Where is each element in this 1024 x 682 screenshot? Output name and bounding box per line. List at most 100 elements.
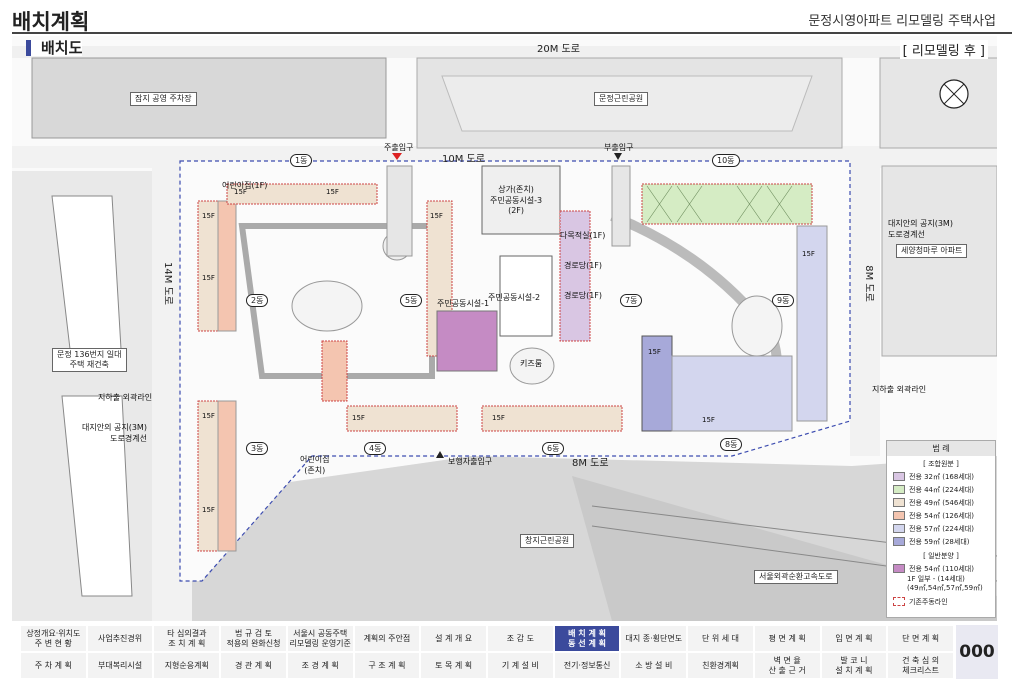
nav-item[interactable]: 계획의 주안점 — [353, 625, 421, 652]
legend: 범 례 [ 조합원분 ] 전용 32㎡ (168세대) 전용 44㎡ (224세대… — [886, 440, 996, 618]
section-title: 배치도 — [26, 40, 83, 56]
nav-item[interactable]: 조 경 계 획 — [286, 652, 354, 679]
nav-item[interactable]: 상정개요·위치도 주 변 현 황 — [20, 625, 87, 652]
road-14m-label: 14M 도로 — [161, 262, 173, 305]
legend-swatch-dashed — [893, 597, 905, 606]
legend-swatch — [893, 485, 905, 494]
nav-item[interactable]: 대지 종·횡단면도 — [620, 625, 688, 652]
walk-entrance-label: 보행자출입구 — [448, 457, 493, 466]
dong-label-5: 5동 — [400, 294, 423, 307]
south-park-label: 창지근린공원 — [520, 534, 575, 548]
sub-entrance-label: 부출입구 — [604, 143, 634, 152]
legend-item-label: 전용 54㎡ (110세대) — [909, 564, 974, 573]
road-8m-east-label: 8M 도로 — [862, 265, 874, 302]
parking-label: 잠지 공영 주차장 — [130, 92, 197, 106]
nav-item[interactable]: 구 조 계 획 — [353, 652, 421, 679]
nav-item[interactable]: 설 계 개 요 — [420, 625, 487, 652]
nav-item[interactable]: 사업추진경위 — [86, 625, 154, 652]
page-number: 000 — [956, 625, 998, 679]
nav-item[interactable]: 주 차 계 획 — [20, 652, 87, 679]
west-area-label: 문정 136번지 일대 주택 재건축 — [52, 348, 127, 372]
legend-swatch — [893, 537, 905, 546]
floor-label: 15F — [202, 274, 215, 282]
nav-item[interactable]: 타 심의결과 조 치 계 획 — [153, 625, 221, 652]
underground-west-label: 지하출 외곽라인 — [98, 393, 153, 402]
nav-item[interactable]: 전기·정보통신 — [553, 652, 621, 679]
floor-label: 15F — [492, 414, 505, 422]
highway-label: 서울외곽순환고속도로 — [754, 570, 838, 584]
legend-swatch — [893, 498, 905, 507]
nav-item[interactable]: 평 면 계 획 — [753, 625, 821, 652]
community1-label: 주민공동시설-1 — [437, 299, 490, 308]
legend-swatch — [893, 564, 905, 573]
legend-item: 전용 54㎡ (126세대) — [887, 509, 995, 522]
underground-east-label: 지하출 외곽라인 — [872, 385, 927, 394]
dong-label-6: 6동 — [542, 442, 565, 455]
nav-item[interactable]: 토 목 계 획 — [420, 652, 487, 679]
project-subtitle: 문정시영아파트 리모델링 주택사업 — [808, 14, 996, 29]
floor-label: 15F — [234, 188, 247, 196]
legend-swatch — [893, 524, 905, 533]
nav-item[interactable]: 친환경계획 — [687, 652, 754, 679]
nav-item[interactable]: 배 치 계 획 동 선 계 획 — [553, 625, 621, 652]
floor-label: 15F — [202, 506, 215, 514]
floor-label: 15F — [352, 414, 365, 422]
legend-item-label: 기존주동라인 — [909, 597, 948, 606]
floor-label: 15F — [326, 188, 339, 196]
legend-item-label: 전용 57㎡ (224세대) — [909, 524, 974, 533]
header-divider — [12, 32, 1012, 34]
nav-item[interactable]: 입 면 계 획 — [820, 625, 888, 652]
nav-item[interactable]: 소 방 설 비 — [620, 652, 688, 679]
dong-label-2: 2동 — [246, 294, 269, 307]
legend-swatch — [893, 472, 905, 481]
legend-item-label: 전용 59㎡ (28세대) — [909, 537, 970, 546]
legend-note-1: 1F 일부 - (14세대) — [907, 575, 965, 583]
legend-note-2: (49㎡,54㎡,57㎡,59㎡) — [907, 584, 983, 592]
dong-label-1: 1동 — [290, 154, 313, 167]
kinder2-label: 어린이집 (존치) — [300, 455, 330, 475]
nav-item[interactable]: 법 규 검 토 적용의 완화신청 — [220, 625, 287, 652]
floor-label: 15F — [702, 416, 715, 424]
nav-item[interactable]: 경 관 계 획 — [220, 652, 287, 679]
legend-swatch — [893, 511, 905, 520]
east-apt-label: 세양청마루 아파트 — [896, 244, 968, 258]
nav-item[interactable]: 서울시 공동주택 리모델링 운영기준 — [286, 625, 354, 652]
north-park-label: 문정근린공원 — [594, 92, 649, 106]
nav-item[interactable]: 기 계 설 비 — [487, 652, 554, 679]
nav-item[interactable]: 건 축 심 의 체크리스트 — [887, 652, 954, 679]
nav-item[interactable]: 단 면 계 획 — [887, 625, 954, 652]
playroom-label: 키즈룸 — [520, 359, 543, 368]
dong-label-3: 3동 — [246, 442, 269, 455]
nav-item[interactable]: 지형순응계획 — [153, 652, 221, 679]
dong-label-7: 7동 — [620, 294, 643, 307]
legend-item-label: 전용 44㎡ (224세대) — [909, 485, 974, 494]
facility-a-label: 다목적실(1F) — [560, 231, 606, 240]
site-plan: 20M 도로 10M 도로 8M 도로 14M 도로 8M 도로 잠지 공영 주… — [12, 36, 997, 621]
nav-item[interactable]: 발 코 니 설 치 계 획 — [820, 652, 888, 679]
page-title: 배치계획 — [12, 10, 90, 34]
floor-label: 15F — [202, 412, 215, 420]
nav-item[interactable]: 단 위 세 대 — [687, 625, 754, 652]
facility-b-label: 경로당(1F) — [564, 261, 603, 270]
nav-item[interactable]: 조 감 도 — [487, 625, 554, 652]
dong-label-8: 8동 — [720, 438, 743, 451]
dong-label-10: 10동 — [712, 154, 740, 167]
legend-item: 전용 57㎡ (224세대) — [887, 522, 995, 535]
road-20m-label: 20M 도로 — [537, 44, 580, 55]
dong-label-9: 9동 — [772, 294, 795, 307]
legend-title: 범 례 — [887, 441, 995, 456]
legend-item-label: 전용 49㎡ (546세대) — [909, 498, 974, 507]
legend-item: 전용 59㎡ (28세대) — [887, 535, 995, 548]
commerce-label: 상가(존치) 주민공동시설-3 (2F) — [490, 185, 543, 215]
setback-east-label: 대지안의 공지(3M) 도로경계선 — [888, 219, 953, 239]
legend-group-members: [ 조합원분 ] — [923, 460, 959, 468]
nav-item[interactable]: 부대복리시설 — [86, 652, 154, 679]
facility-c-label: 경로당(1F) — [564, 291, 603, 300]
legend-item: 전용 32㎡ (168세대) — [887, 470, 995, 483]
nav-item[interactable]: 벽 면 율 산 출 근 거 — [753, 652, 821, 679]
floor-label: 15F — [648, 348, 661, 356]
legend-item: 전용 49㎡ (546세대) — [887, 496, 995, 509]
legend-item-label: 전용 32㎡ (168세대) — [909, 472, 974, 481]
legend-group-sale: [ 일반분양 ] — [923, 552, 959, 560]
